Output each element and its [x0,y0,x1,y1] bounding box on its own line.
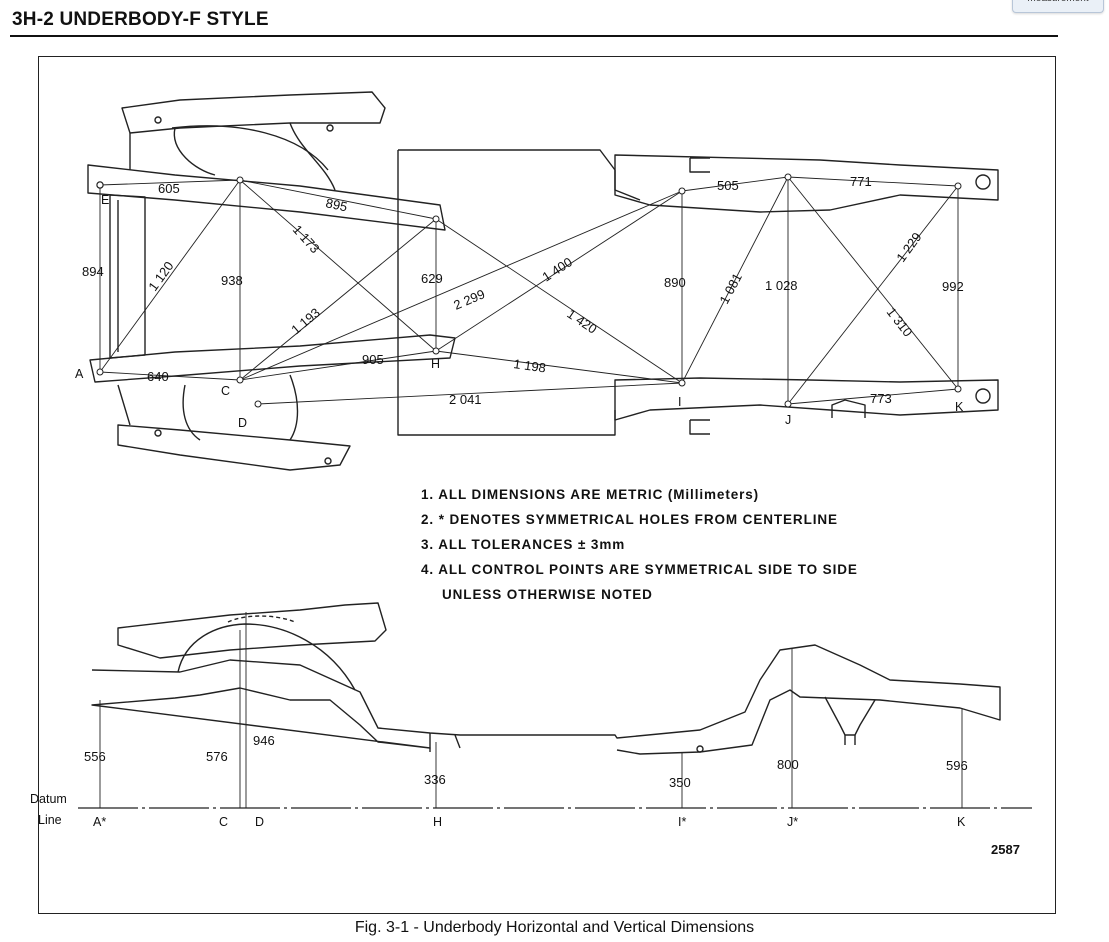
dim-771: 771 [850,174,872,189]
datum-label-line2: Line [38,813,62,827]
dim-640: 640 [147,369,169,384]
side-point-h: H [433,815,442,829]
datum-label-line1: Datum [30,792,67,806]
dim-629: 629 [421,271,443,286]
figure-frame [38,56,1056,914]
dim-905: 905 [362,352,384,367]
dim-894: 894 [82,264,104,279]
point-label-k: K [955,400,964,414]
point-label-h: H [431,357,440,371]
side-view-outline [91,602,1001,755]
side-point-k: K [957,815,966,829]
dim-1310: 1 310 [884,305,916,340]
dim-2041: 2 041 [449,392,482,407]
side-dim-576: 576 [206,749,228,764]
dim-1081: 1 081 [716,271,745,307]
note-4: 4. ALL CONTROL POINTS ARE SYMMETRICAL SI… [421,562,858,577]
note-2: 2. * DENOTES SYMMETRICAL HOLES FROM CENT… [421,512,838,527]
side-point-c: C [219,815,228,829]
dim-938: 938 [221,273,243,288]
dim-1173: 1 173 [290,222,323,256]
dim-1420: 1 420 [564,306,599,337]
side-view-dimension-lines [99,612,963,808]
figure-caption: Fig. 3-1 - Underbody Horizontal and Vert… [354,919,755,936]
point-label-e: E [101,193,109,207]
side-dim-596: 596 [946,758,968,773]
point-label-c: C [221,384,230,398]
header-rule [10,35,1058,37]
point-label-a: A [75,367,84,381]
side-dim-336: 336 [424,772,446,787]
plan-view-control-points [96,173,962,408]
page-header: 3H-2 UNDERBODY-F STYLE [12,9,269,30]
dim-605: 605 [158,181,180,196]
side-dim-800: 800 [777,757,799,772]
point-label-i: I [678,395,681,409]
dim-895: 895 [324,195,348,214]
side-point-i: I* [678,815,686,829]
dimension-notes: 1. ALL DIMENSIONS ARE METRIC (Millimeter… [421,482,858,607]
dim-1198: 1 198 [513,356,547,375]
point-label-j: J [785,413,791,427]
dim-1193: 1 193 [288,305,323,337]
note-4-continued: UNLESS OTHERWISE NOTED [442,587,653,602]
dim-1400: 1 400 [539,254,574,284]
plan-view-frame [87,91,999,471]
side-dim-946: 946 [253,733,275,748]
side-point-j: J* [787,815,798,829]
side-point-a: A* [93,815,106,829]
plan-view-dimension-lines [99,176,959,405]
dim-890: 890 [664,275,686,290]
dim-1120: 1 120 [145,259,176,294]
note-3: 3. ALL TOLERANCES ± 3mm [421,537,626,552]
measurement-tab[interactable]: measurement [1012,0,1104,13]
dim-773: 773 [870,391,892,406]
figure-number: 2587 [991,842,1020,857]
side-dim-350: 350 [669,775,691,790]
dim-2299: 2 299 [451,286,487,313]
side-point-d: D [255,815,264,829]
note-1: 1. ALL DIMENSIONS ARE METRIC (Millimeter… [421,487,760,502]
side-dim-556: 556 [84,749,106,764]
point-label-d: D [238,416,247,430]
dim-992: 992 [942,279,964,294]
dim-505: 505 [717,178,739,193]
dim-1028: 1 028 [765,278,798,293]
